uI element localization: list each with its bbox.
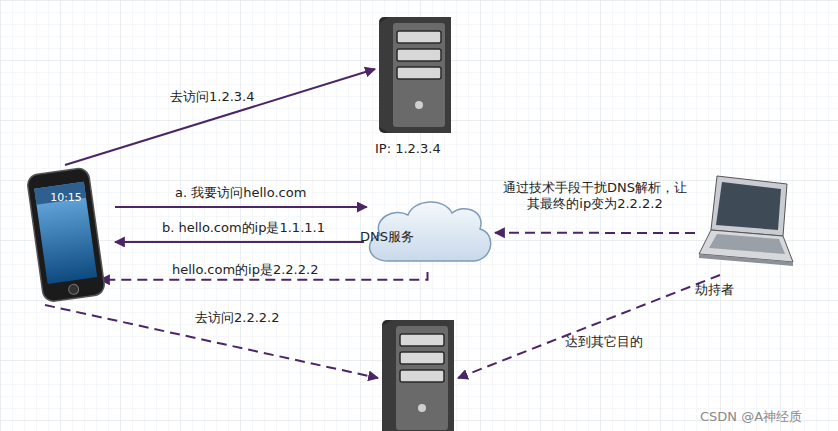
edge-label: a. 我要访问hello.com <box>175 184 306 202</box>
edge-label: b. hello.com的ip是1.1.1.1 <box>162 219 325 237</box>
dashed-arrow <box>458 275 720 378</box>
server-icon-drawing <box>378 318 458 431</box>
laptop-icon-drawing <box>695 170 795 275</box>
dashed-arrow <box>45 305 378 378</box>
edge-label: hello.com的ip是2.2.2.2 <box>172 261 318 279</box>
edge-label: 通过技术手段干扰DNS解析，让其最终的ip变为2.2.2.2 <box>500 180 690 212</box>
node-title: DNS服务 <box>360 228 414 246</box>
solid-arrow <box>115 206 367 208</box>
edge-label: 达到其它目的 <box>565 333 643 351</box>
dashed-arrow <box>495 232 695 234</box>
laptop-icon: 劫持者 <box>695 170 795 275</box>
phone-icon-drawing <box>15 165 115 305</box>
clock-text: 10:15 <box>50 191 82 204</box>
edge-label: 去访问2.2.2.2 <box>195 309 279 327</box>
server-icon: IP: 1.2.3.4 <box>375 15 455 135</box>
phone-icon: 10:15 <box>15 165 115 305</box>
dns-cloud: DNS服务 <box>360 195 495 272</box>
node-caption: 劫持者 <box>695 281 734 299</box>
edge-label: 去访问1.2.3.4 <box>170 88 254 106</box>
solid-arrow <box>65 69 375 165</box>
server-icon-drawing <box>375 15 455 135</box>
node-caption: IP: 1.2.3.4 <box>375 141 441 156</box>
solid-arrow <box>115 241 364 243</box>
watermark: CSDN @A神经质 <box>700 408 802 426</box>
server-icon <box>378 318 458 431</box>
